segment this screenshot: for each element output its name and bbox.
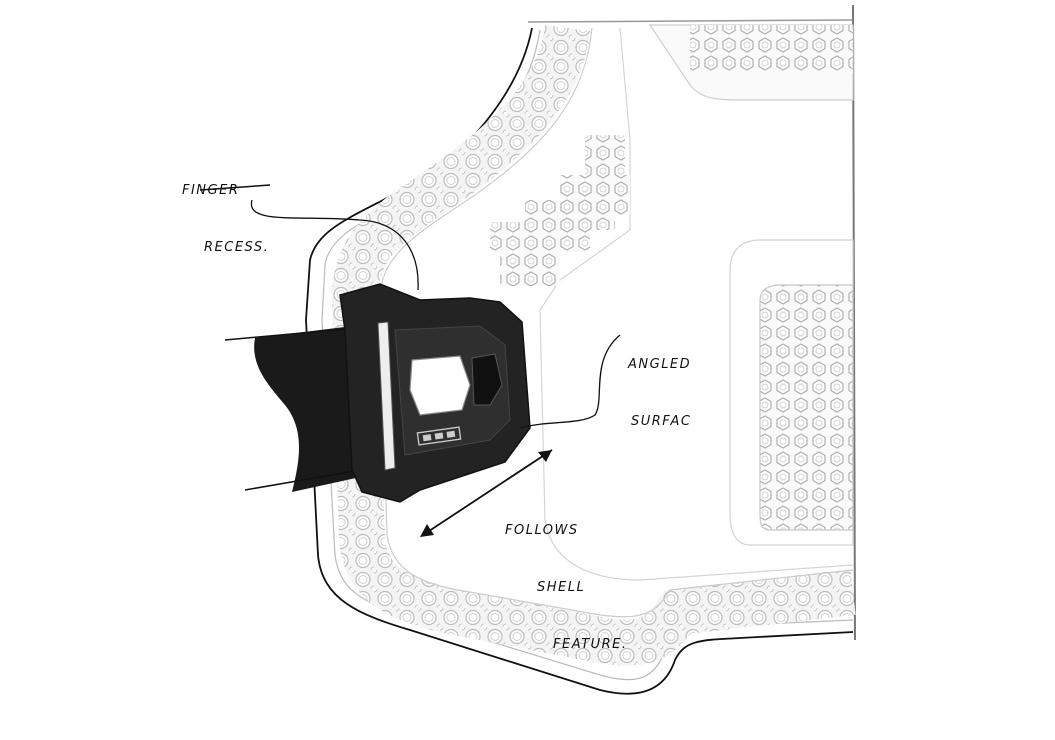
- angled-surface-label: ANGLED SURFAC: [628, 317, 692, 450]
- buckle-strap-clip: [377, 321, 396, 471]
- finger-recess-line1: FINGER: [182, 183, 240, 198]
- shell-top-edge: [527, 19, 854, 23]
- follows-shell-arrow: [422, 449, 553, 536]
- follows-shell-label: FOLLOWS SHELL FEATURE.: [505, 483, 627, 673]
- finger-recess-underline: [199, 184, 271, 191]
- follows-shell-line2: SHELL: [537, 580, 586, 595]
- follows-shell-line1: FOLLOWS: [505, 523, 579, 538]
- finger-recess-leader: [250, 199, 419, 291]
- top-right-hex-grid: [690, 25, 853, 73]
- arrowhead-bottom: [420, 524, 434, 537]
- angled-surface-line1: ANGLED: [628, 357, 692, 372]
- angled-surface-leader: [519, 334, 621, 429]
- ion-logo: [416, 426, 462, 446]
- hex-cluster: [490, 135, 630, 286]
- arrowhead-top: [538, 450, 552, 462]
- buckle-release-button: [471, 353, 503, 406]
- shell-right-edge: [852, 4, 856, 641]
- finger-recess-label: FINGER RECESS.: [182, 143, 269, 276]
- center-panel-outline: [539, 27, 854, 581]
- follows-shell-line3: FEATURE.: [553, 637, 628, 652]
- right-hex-panel: [759, 284, 854, 531]
- finger-recess-line2: RECESS.: [204, 240, 270, 255]
- buckle-hex-window: [409, 355, 471, 416]
- angled-surface-line2: SURFAC: [631, 414, 692, 429]
